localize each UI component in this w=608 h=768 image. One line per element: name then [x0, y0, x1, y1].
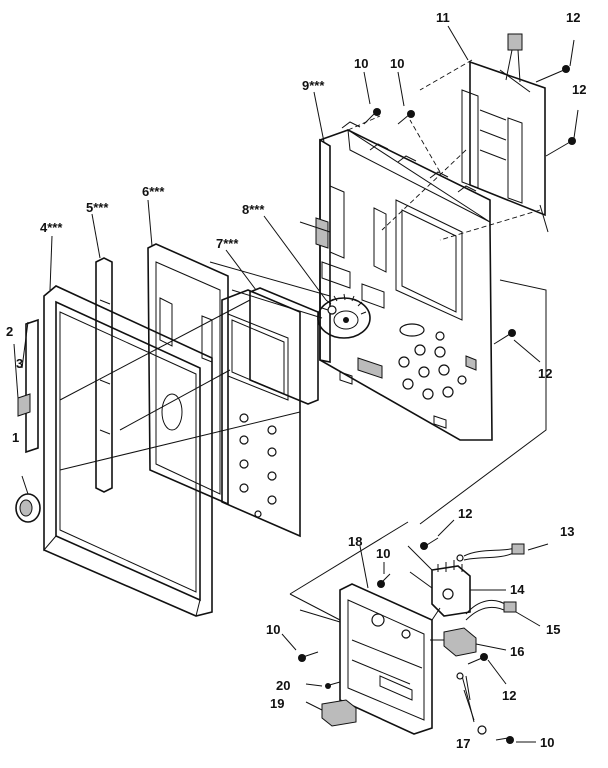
screw-12-top [535, 39, 575, 83]
label-13: 13 [560, 524, 574, 539]
label-15: 15 [546, 622, 560, 637]
part-15-connector [465, 599, 517, 621]
label-1: 1 [12, 430, 19, 445]
label-12b: 12 [572, 82, 586, 97]
part-13-wire-harness [456, 543, 525, 562]
screw-10-right [397, 71, 415, 125]
label-12c: 12 [538, 366, 552, 381]
screw-10-lower-left [281, 633, 319, 662]
part-6-gasket-frame [147, 243, 229, 506]
label-12d: 12 [458, 506, 472, 521]
part-3-side-strip [25, 318, 39, 454]
part-1-knob [15, 493, 41, 523]
part-7-backing-frame [249, 287, 319, 405]
label-12a: 12 [566, 10, 580, 25]
part-7-window-panel [221, 289, 301, 538]
part-17-wire [456, 672, 487, 735]
label-11: 11 [436, 10, 450, 25]
label-19: 19 [270, 696, 284, 711]
label-9: 9*** [302, 78, 325, 93]
label-2: 2 [6, 324, 13, 339]
label-7: 7*** [216, 236, 239, 251]
label-10e: 10 [540, 735, 554, 750]
part-16-switch [443, 627, 477, 657]
label-16: 16 [510, 644, 524, 659]
label-18: 18 [348, 534, 362, 549]
leader-lines [13, 25, 549, 721]
part-labels: 1 2 3 4*** 5*** 6*** 7*** 8*** 9*** 10 1… [6, 10, 586, 751]
screws [281, 39, 579, 744]
screw-12-mid [493, 329, 541, 363]
part-2-latch-clip [17, 393, 31, 417]
label-8: 8*** [242, 202, 265, 217]
part-11-circuit-board [461, 33, 549, 233]
part-19-block [321, 699, 357, 727]
screw-20 [325, 681, 341, 689]
label-3: 3 [16, 356, 23, 371]
part-9-control-panel [315, 121, 493, 441]
label-10b: 10 [390, 56, 404, 71]
label-5: 5*** [86, 200, 109, 215]
label-4: 4*** [40, 220, 63, 235]
assembly-lines [59, 59, 547, 701]
part-18-bracket-plate [339, 583, 433, 735]
label-17: 17 [456, 736, 470, 751]
screw-10-bottom [495, 736, 536, 744]
screw-12-lower [420, 519, 455, 550]
label-20: 20 [276, 678, 290, 693]
label-14: 14 [510, 582, 525, 597]
screw-12-upper [545, 109, 579, 157]
part-5-bracket [95, 257, 113, 493]
part-14-module [431, 560, 471, 617]
label-12e: 12 [502, 688, 516, 703]
label-10d: 10 [266, 622, 280, 637]
label-10c: 10 [376, 546, 390, 561]
part-4-front-frame [43, 285, 213, 617]
screw-12-bottom [467, 653, 507, 685]
label-10a: 10 [354, 56, 368, 71]
label-6: 6*** [142, 184, 165, 199]
screw-10-lower-mid [377, 562, 391, 588]
